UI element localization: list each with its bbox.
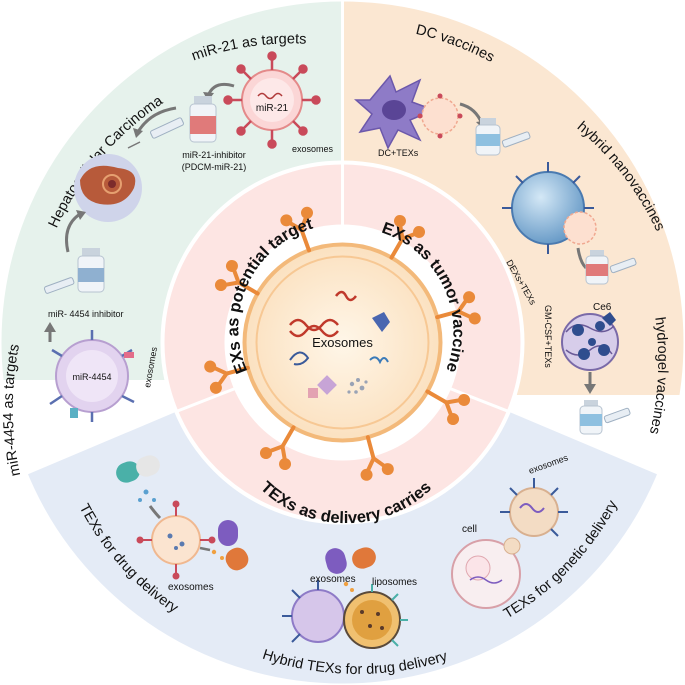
arrow-icon (148, 505, 162, 520)
divider-left (19, 398, 201, 478)
exosomes-label-mir21: exosomes (292, 144, 334, 154)
arrowhead-icon (76, 210, 86, 220)
mir4454-label: miR-4454 (72, 372, 111, 382)
corner-mask-tr (342, 0, 685, 343)
syringe-icon (43, 277, 75, 294)
mrna-icon (369, 356, 389, 365)
vial-icon (579, 400, 603, 435)
receptor-icon (214, 259, 260, 296)
dna-icon-strand (289, 324, 339, 338)
capsule-icon (325, 547, 376, 592)
syringe-icon (603, 407, 631, 424)
arrow-icon (199, 546, 211, 552)
divider-right (484, 398, 666, 478)
lipid-icon-2 (308, 388, 318, 398)
vial-icon (585, 250, 609, 285)
gmcsf-texs-label: GM-CSF+TEXs (543, 305, 553, 368)
exosome-core-inner-membrane (255, 255, 430, 430)
dna-icon (289, 318, 339, 332)
receptor-icon (204, 360, 250, 394)
hybrid-nanovaccine-icon (502, 162, 597, 254)
cell-icon (451, 537, 521, 609)
dc-texs-label: DC+TEXs (378, 148, 419, 158)
vial-icon (189, 96, 217, 143)
lipid-icon (317, 375, 337, 395)
exosomes-label-hybrid: exosomes (310, 574, 356, 585)
exosomes-label-drug: exosomes (168, 582, 214, 593)
gene-exosome-icon (500, 478, 568, 537)
exosome-cargo (289, 290, 390, 398)
arrow-icon (65, 212, 81, 253)
syringe-icon (609, 257, 637, 274)
arc-label-mir4454: miR-4454 as targets (1, 343, 24, 478)
receptor-icon (389, 214, 426, 260)
capsule-icon (211, 520, 249, 571)
arrowhead-icon (44, 322, 56, 332)
liver-icon (74, 154, 142, 222)
rna-strand-icon (289, 351, 310, 366)
receptor-icon (280, 206, 314, 253)
receptor-icon (435, 291, 481, 325)
arrowhead-icon (133, 128, 143, 138)
receptor-icon (425, 389, 471, 426)
protein-icon (372, 312, 390, 332)
drug-exosome-icon (136, 500, 216, 580)
receptor-icon (259, 425, 296, 471)
vial-icon (475, 118, 501, 156)
liposome-icon (343, 584, 408, 649)
mir4454-exosome-icon (49, 330, 135, 422)
corner-mask-tl (0, 0, 343, 343)
mir21-exosome-icon (223, 51, 321, 149)
arrow-icon (136, 106, 177, 133)
mir4454-inhibitor-label: miR- 4454 inhibitor (48, 309, 124, 319)
rna-icon (335, 290, 357, 302)
cell-label: cell (462, 524, 477, 535)
capsule-icon (116, 455, 160, 502)
liposomes-label: liposomes (372, 577, 417, 588)
metabolite-dots-icon (347, 378, 368, 394)
corner-mask-bl (0, 342, 343, 685)
dendritic-cell-icon (354, 74, 437, 150)
arrow-icon (576, 247, 588, 270)
corner-mask-br (342, 342, 685, 685)
mir21-label: miR-21 (256, 103, 289, 114)
hydrogel-icon (561, 312, 619, 371)
tex-exosome-icon (417, 93, 463, 139)
exosomes-center-label: Exosomes (312, 335, 373, 350)
exosome-core (242, 242, 443, 443)
syringe-icon (127, 117, 184, 149)
exosome-receptors (204, 206, 481, 481)
syringe-icon (501, 131, 531, 148)
receptor-icon (360, 435, 394, 481)
vial-icon (77, 248, 105, 293)
ce6-label: Ce6 (593, 302, 612, 313)
mir21-inhibitor-sublabel: (PDCM-miR-21) (182, 162, 247, 172)
arrowhead-icon (584, 384, 596, 394)
mir21-inhibitor-label: miR-21-inhibitor (182, 150, 246, 160)
